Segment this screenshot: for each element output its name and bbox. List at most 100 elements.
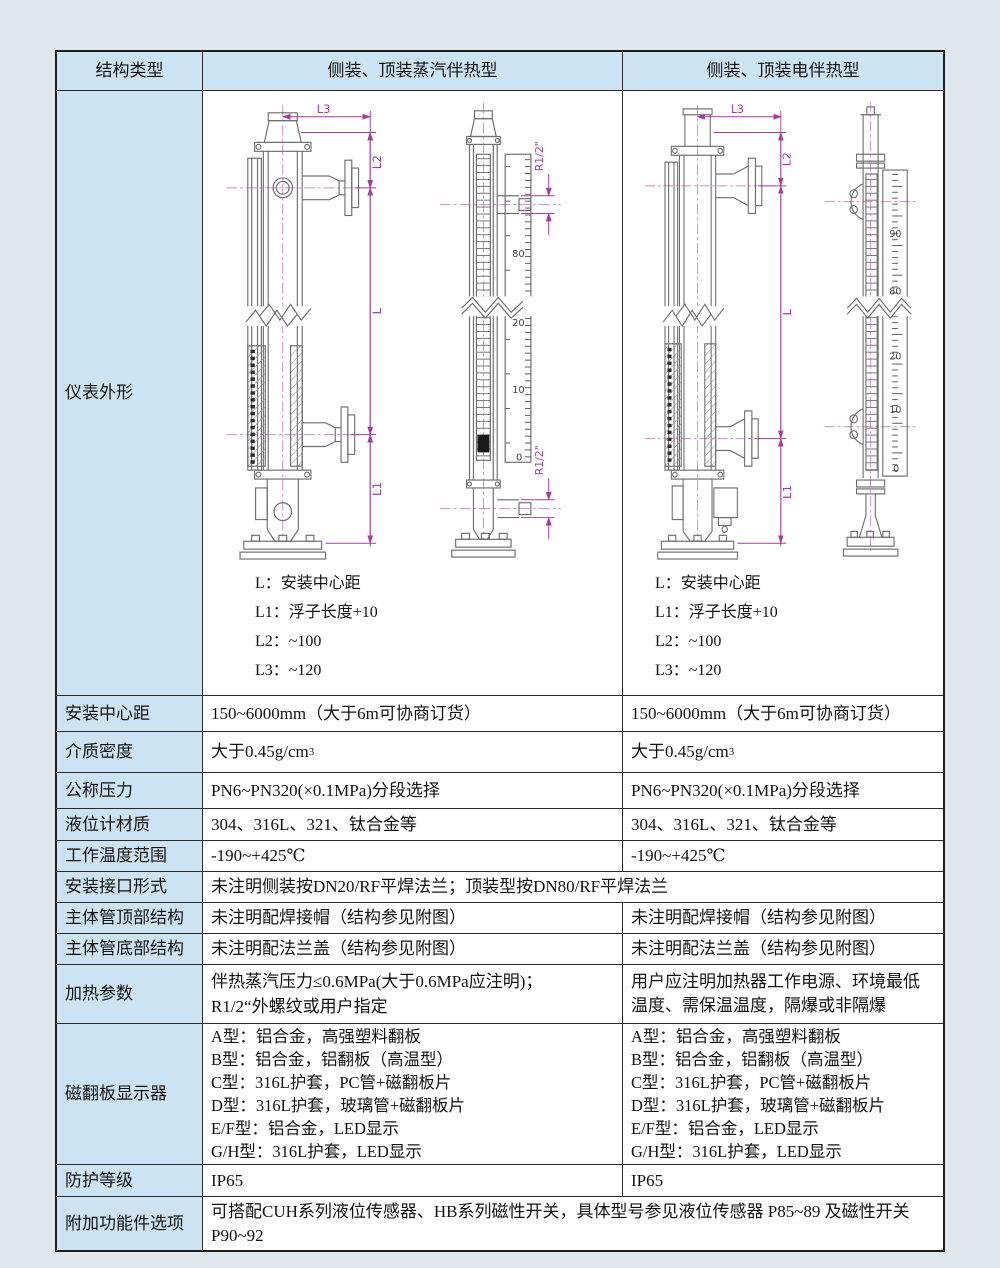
scale-tick-10: 10: [512, 385, 525, 396]
gauge-drawing-electric-front: L3 L2 L L1: [645, 101, 794, 560]
gauge-drawing-electric-side: 90 80 20 10 0: [824, 100, 919, 557]
density-value: 大于0.45g/cm: [631, 742, 729, 762]
indicator-type-a: A型：铝合金，高强塑料翻板: [211, 1027, 421, 1046]
indicator-type-ef: E/F型：铝合金，LED显示: [631, 1119, 819, 1138]
row-label: 防护等级: [57, 1165, 203, 1196]
steam-drawings: L3 L2 L L1: [203, 91, 622, 565]
header-electric-traced-type: 侧装、顶装电伴热型: [623, 52, 943, 90]
dim-label-l1: L1: [780, 485, 793, 499]
cell-left: PN6~PN320(×0.1MPa)分段选择: [203, 773, 623, 808]
scale-tick-20: 20: [889, 351, 901, 362]
scale-tick-0: 0: [893, 464, 899, 475]
dim-note: L2：~100: [255, 633, 322, 650]
scale-tick-80: 80: [512, 249, 525, 260]
row-label: 液位计材质: [57, 809, 203, 840]
row-heating-parameters: 加热参数 伴热蒸汽压力≤0.6MPa(大于0.6MPa应注明)； R1/2“外螺…: [57, 965, 943, 1024]
indicator-type-c: C型：316L护套，PC管+磁翻板片: [631, 1073, 872, 1092]
indicator-type-ef: E/F型：铝合金，LED显示: [211, 1119, 399, 1138]
header-steam-traced-type: 侧装、顶装蒸汽伴热型: [203, 52, 623, 90]
electric-traced-drawing-cell: L3 L2 L L1: [623, 91, 943, 695]
indicator-type-d: D型：316L护套，玻璃管+磁翻板片: [211, 1096, 466, 1115]
row-working-temperature: 工作温度范围 -190~+425℃ -190~+425℃: [57, 841, 943, 872]
scale-tick-0: 0: [516, 452, 522, 463]
row-label: 安装接口形式: [57, 872, 203, 902]
row-gauge-material: 液位计材质 304、316L、321、钛合金等 304、316L、321、钛合金…: [57, 809, 943, 841]
row-nominal-pressure: 公称压力 PN6~PN320(×0.1MPa)分段选择 PN6~PN320(×0…: [57, 773, 943, 809]
row-indicator-types: 磁翻板显示器 A型：铝合金，高强塑料翻板 B型：铝合金，铝翻板（高温型） C型：…: [57, 1024, 943, 1165]
dim-note: L：安装中心距: [655, 575, 761, 592]
cell-left: 150~6000mm（大于6m可协商订货）: [203, 696, 623, 731]
indicator-type-a: A型：铝合金，高强塑料翻板: [631, 1027, 841, 1046]
row-top-structure: 主体管顶部结构 未注明配焊接帽（结构参见附图） 未注明配焊接帽（结构参见附图）: [57, 903, 943, 934]
dim-note: L3：~120: [255, 662, 322, 679]
header-row: 结构类型 侧装、顶装蒸汽伴热型 侧装、顶装电伴热型: [57, 52, 943, 91]
dim-note: L：安装中心距: [255, 575, 361, 592]
dim-label-r12-bottom: R1/2": [533, 445, 546, 475]
dim-note: L3：~120: [655, 662, 722, 679]
indicator-type-d: D型：316L护套，玻璃管+磁翻板片: [631, 1096, 886, 1115]
dim-label-l: L: [780, 308, 793, 315]
scale-tick-80: 80: [889, 286, 901, 297]
cell-right: A型：铝合金，高强塑料翻板 B型：铝合金，铝翻板（高温型） C型：316L护套，…: [623, 1024, 943, 1164]
cell-right: IP65: [631, 1170, 664, 1190]
dim-note: L2：~100: [655, 633, 722, 650]
indicator-type-b: B型：铝合金，铝翻板（高温型）: [211, 1050, 454, 1069]
cell-right: -190~+425℃: [631, 846, 726, 866]
dim-label-l2: L2: [780, 152, 793, 166]
row-label: 安装中心距: [57, 696, 203, 731]
dim-label-l3: L3: [317, 102, 331, 116]
row-optional-accessories: 附加功能件选项 可搭配CUH系列液位传感器、HB系列磁性开关，具体型号参见液位传…: [57, 1197, 943, 1250]
dim-note: L1：浮子长度+10: [655, 604, 778, 621]
row-label: 磁翻板显示器: [57, 1024, 203, 1164]
cell-left: IP65: [203, 1165, 623, 1196]
row-install-center-distance: 安装中心距 150~6000mm（大于6m可协商订货） 150~6000mm（大…: [57, 696, 943, 732]
scale-tick-20: 20: [512, 318, 525, 329]
density-value: 大于0.45g/cm: [211, 742, 309, 762]
cell-left: 未注明配焊接帽（结构参见附图）: [203, 903, 623, 933]
electric-drawings: L3 L2 L L1: [623, 91, 943, 565]
indicator-type-b: B型：铝合金，铝翻板（高温型）: [631, 1050, 874, 1069]
scale-tick-10: 10: [889, 405, 901, 416]
dim-label-r12-top: R1/2": [533, 141, 546, 171]
heating-line-1: 伴热蒸汽压力≤0.6MPa(大于0.6MPa应注明)；: [211, 972, 543, 991]
cell-span: 未注明侧装按DN20/RF平焊法兰；顶装型按DN80/RF平焊法兰: [211, 877, 669, 897]
spec-table: 结构类型 侧装、顶装蒸汽伴热型 侧装、顶装电伴热型 仪表外形: [55, 50, 945, 1252]
row-label: 加热参数: [57, 965, 203, 1023]
row-protection-rating: 防护等级 IP65 IP65: [57, 1165, 943, 1197]
dim-label-l3: L3: [731, 101, 744, 116]
gauge-drawing-steam-side: 80 20 10 0: [439, 102, 561, 558]
indicator-type-c: C型：316L护套，PC管+磁翻板片: [211, 1073, 452, 1092]
dim-note: L1：浮子长度+10: [255, 604, 378, 621]
cell-left: -190~+425℃: [203, 841, 623, 871]
cell-left: 304、316L、321、钛合金等: [203, 809, 623, 840]
indicator-type-gh: G/H型：316L护套，LED显示: [211, 1142, 422, 1161]
scale-tick-90: 90: [889, 229, 901, 240]
steam-traced-drawing-cell: L3 L2 L L1: [203, 91, 623, 695]
dim-label-l: L: [370, 307, 384, 314]
row-label: 主体管顶部结构: [57, 903, 203, 933]
dim-label-l2: L2: [370, 155, 384, 169]
row-connection-type: 安装接口形式 未注明侧装按DN20/RF平焊法兰；顶装型按DN80/RF平焊法兰: [57, 872, 943, 903]
appearance-row: 仪表外形: [57, 91, 943, 696]
row-label: 主体管底部结构: [57, 934, 203, 964]
cell-left: 未注明配法兰盖（结构参见附图）: [203, 934, 623, 964]
header-structure-type: 结构类型: [57, 52, 203, 90]
cell-span: 可搭配CUH系列液位传感器、HB系列磁性开关，具体型号参见液位传感器 P85~8…: [211, 1201, 910, 1245]
cell-right: 304、316L、321、钛合金等: [631, 814, 837, 834]
dim-notes-steam: L：安装中心距 L1：浮子长度+10 L2：~100 L3：~120: [203, 569, 622, 685]
heating-line-2: R1/2“外螺纹或用户指定: [211, 997, 388, 1016]
dim-notes-electric: L：安装中心距 L1：浮子长度+10 L2：~100 L3：~120: [623, 569, 943, 685]
cell-left: A型：铝合金，高强塑料翻板 B型：铝合金，铝翻板（高温型） C型：316L护套，…: [203, 1024, 623, 1164]
dim-label-l1: L1: [370, 482, 384, 496]
cell-right: 未注明配焊接帽（结构参见附图）: [631, 908, 886, 928]
gauge-drawing-steam-front: L3 L2 L L1: [226, 102, 384, 560]
row-bottom-structure: 主体管底部结构 未注明配法兰盖（结构参见附图） 未注明配法兰盖（结构参见附图）: [57, 934, 943, 965]
row-label: 公称压力: [57, 773, 203, 808]
row-label-appearance: 仪表外形: [57, 91, 203, 695]
cell-left: 伴热蒸汽压力≤0.6MPa(大于0.6MPa应注明)； R1/2“外螺纹或用户指…: [203, 965, 623, 1023]
row-label: 介质密度: [57, 732, 203, 772]
cell-right: PN6~PN320(×0.1MPa)分段选择: [631, 780, 860, 800]
